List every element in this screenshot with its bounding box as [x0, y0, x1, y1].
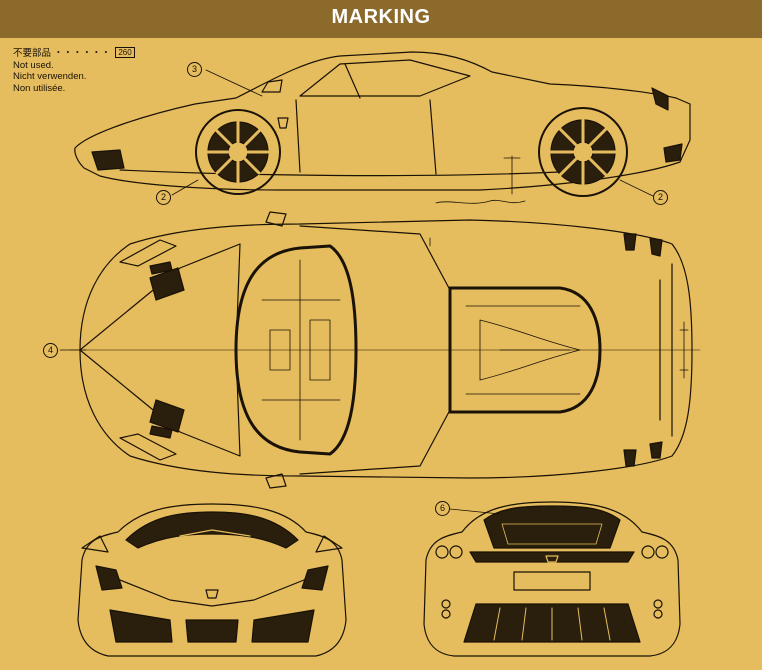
front-view [77, 503, 347, 657]
note-english: Not used. [13, 59, 54, 71]
leader-2-front [171, 179, 199, 196]
front-mirrors [81, 535, 343, 553]
top-side-intake-right [149, 399, 185, 433]
top-rear-lettering [679, 321, 689, 379]
not-used-row-japanese: 不要部品 ・・・・・・ 260 [13, 47, 135, 60]
side-sill-line [119, 169, 561, 177]
callout-2-front: 2 [156, 190, 171, 205]
side-center-mark [503, 155, 521, 195]
rear-light-right-outer [655, 545, 669, 559]
side-script-lettering [435, 199, 526, 204]
front-body-outline [77, 503, 347, 657]
rear-exhaust-left-1 [441, 599, 451, 609]
top-door-lines [299, 225, 451, 475]
front-hood-lines [99, 571, 325, 607]
rear-fascia-band [469, 551, 635, 563]
front-intake-center [185, 619, 239, 643]
callout-2-rear: 2 [653, 190, 668, 205]
header-banner: MARKING [0, 0, 762, 38]
not-used-note: 不要部品 ・・・・・・ 260 Not used. Nicht verwende… [13, 47, 135, 94]
note-german: Nicht verwenden. [13, 71, 87, 82]
rear-engine-window [483, 505, 621, 549]
dotted-leader: ・・・・・・ [53, 48, 111, 59]
rear-light-left-outer [435, 545, 449, 559]
rear-exhaust-right-2 [653, 609, 663, 619]
top-mirror-left [265, 211, 287, 227]
front-badge [205, 589, 219, 599]
side-view [74, 51, 691, 204]
callout-4: 4 [43, 343, 58, 358]
rear-exhaust-right-1 [653, 599, 663, 609]
top-front-vents [149, 261, 173, 439]
side-rear-wheel [538, 107, 628, 197]
rear-plate-area [513, 571, 591, 591]
rear-light-right-inner [641, 545, 655, 559]
top-headlight-left [119, 239, 177, 267]
leader-6 [449, 508, 501, 515]
rear-exhaust-left-2 [441, 609, 451, 619]
rear-view [423, 501, 681, 657]
front-wiper [179, 529, 251, 537]
side-window-pillar [344, 63, 361, 99]
front-headlight-left [95, 565, 123, 591]
part-ref-badge: 260 [115, 47, 135, 58]
side-front-wheel [195, 109, 281, 195]
side-door-line [295, 99, 437, 175]
callout-3: 3 [187, 62, 202, 77]
front-headlight-right [301, 565, 329, 591]
rear-diffuser-fins [493, 607, 611, 641]
top-rear-vents [623, 233, 663, 467]
rear-window-inner [501, 523, 603, 545]
side-badge [277, 117, 289, 129]
top-view [59, 211, 701, 489]
rear-light-left-inner [449, 545, 463, 559]
callout-6: 6 [435, 501, 450, 516]
leader-3 [205, 69, 263, 97]
front-intake-left [109, 609, 173, 643]
side-window [299, 59, 471, 97]
note-japanese: 不要部品 [13, 48, 52, 59]
side-rear-vent [651, 87, 669, 111]
top-headlight-right [119, 433, 177, 461]
side-body-outline [74, 51, 691, 191]
rear-body-outline [423, 501, 681, 657]
side-rear-spokes [549, 118, 617, 186]
leader-2-rear [619, 179, 656, 198]
rear-badge [545, 555, 559, 563]
side-front-intake [91, 149, 125, 171]
note-french: Non utilisée. [13, 82, 66, 94]
side-front-spokes [206, 120, 270, 184]
top-mirror-right [265, 473, 287, 489]
side-mirror [261, 79, 283, 93]
top-side-intake-left [149, 267, 185, 301]
side-rear-light [663, 143, 683, 163]
top-engine-detail [465, 305, 581, 395]
page-title: MARKING [331, 6, 431, 28]
front-intake-right [251, 609, 315, 643]
